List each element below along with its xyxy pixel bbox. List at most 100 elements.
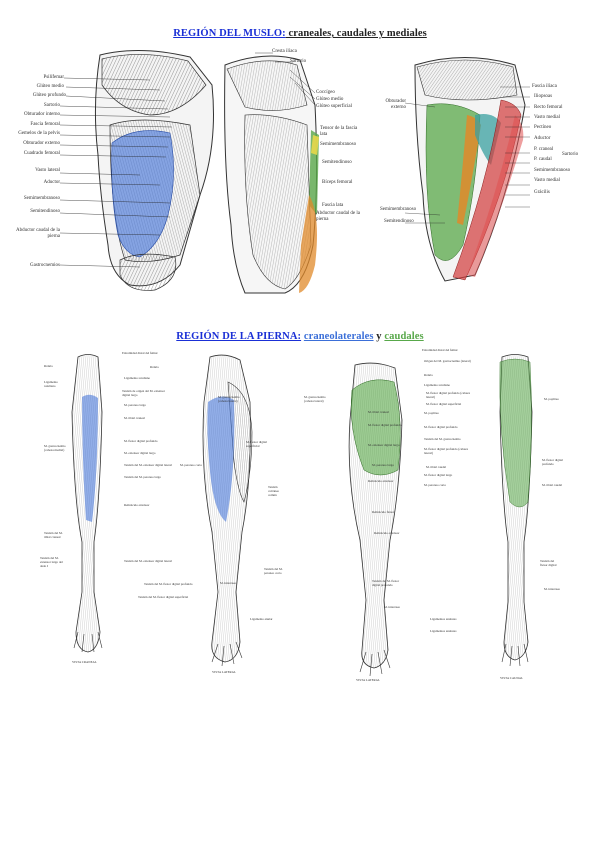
thigh-fig3-right-label-4: Vasto medial: [534, 115, 560, 120]
leg-title-and: y: [373, 331, 385, 342]
leg-figB-left-label-13: M. interóseo: [220, 581, 237, 585]
thigh-fig2-right-label-7: Bíceps femoral: [322, 180, 353, 185]
thigh-title-rest: craneales, caudales y mediales: [285, 28, 427, 39]
leg-title-lead: REGIÓN DE LA PIERNA:: [176, 331, 302, 342]
thigh-fig1-label-7: Gemelos de la pelvis: [18, 131, 60, 136]
leg-figB-right-label-3: M. peroneo corto: [180, 463, 203, 467]
leg-figD-right-label-5: M. interóseo: [544, 587, 561, 591]
leg-figD-right-label-2: M. flexor digital profundo: [542, 458, 563, 466]
leg-figB-left-label-12: Tendón del M. extensor digital lateral: [124, 559, 172, 563]
leg-figD-left-label-5: M. flexor digital profundo (cabeza later…: [426, 391, 470, 399]
thigh-figure-3-drawing: [405, 57, 530, 282]
thigh-fig2-right-label-3: Glúteo superficial: [316, 104, 352, 109]
caudal-green-highlight: [499, 358, 532, 508]
thigh-fig3-right-label-6: Aductor: [534, 136, 551, 141]
thigh-figure-2-drawing: [224, 52, 319, 294]
thigh-fig1-label-4: Sartorio: [43, 103, 60, 108]
leg-figC-label-10: M. interóseo: [384, 605, 401, 609]
leg-figB-left-label-9: Tendón del M. extensor digital lateral: [124, 463, 172, 467]
leg-figC-label-4: M. extensor digital largo: [368, 443, 400, 447]
leg-figB-left-label-15: Tendón del M. flexor digital superficial: [138, 595, 189, 599]
thigh-fig2-right-label-8: Fascia lata: [322, 203, 344, 208]
leg-figB-left-label-8: M. extensor digital largo: [124, 451, 156, 455]
thigh-fig1-label-15: Gastrocnemios: [30, 263, 60, 268]
thigh-fig3-right-label-10: Semimembranoso: [534, 168, 571, 173]
leg-figB-left-label-6: M. tibial craneal: [124, 416, 145, 420]
teal-highlight: [475, 114, 501, 165]
leg-figD-left-label-13: M. peroneo corto: [424, 483, 447, 487]
thigh-fig1-label-12: Semimembranoso: [23, 196, 60, 201]
leg-figure-d: [490, 352, 540, 672]
leg-figB-left-label-3: Ligamento rotuliano: [124, 376, 151, 380]
leg-figA-caption: VISTA CRANEAL: [72, 660, 97, 664]
thigh-fig1-label-11: Aductor: [43, 180, 60, 185]
thigh-fig2-right-label-1: Coccígeo: [316, 90, 335, 95]
thigh-fig3-right-label-8: P. caudal: [534, 157, 552, 162]
leg-figD-left-label-14: Ligamentos anulares: [430, 617, 457, 621]
thigh-figure-2: [215, 45, 330, 295]
thigh-figure-1: [40, 45, 220, 295]
leg-section-title: REGIÓN DE LA PIERNA: craneolaterales y c…: [0, 331, 600, 342]
peroneus-highlight: [207, 396, 235, 522]
thigh-fig1-label-9: Cuadrado femoral: [23, 151, 60, 156]
leg-figB-left-label-7: M. flexor digital profundo: [124, 439, 158, 443]
leg-figB-left-label-10: Tendón del M. peroneo largo: [124, 475, 161, 479]
leg-figB-right-label-6: Ligamento anular: [250, 617, 273, 621]
leg-title-green: caudales: [384, 331, 424, 342]
thigh-fig1-label-14: Abductor caudal de la pierna: [15, 228, 60, 239]
leg-figA-label-1: Rótula: [44, 364, 53, 368]
leg-figB-left-label-11: Retináculo extensor: [124, 503, 150, 507]
leg-figure-c: [330, 360, 415, 680]
leg-figC-label-5: M. peroneo largo: [372, 463, 394, 467]
leg-figure-b: [180, 352, 270, 672]
thigh-fig1-label-1: Psilífemar: [43, 75, 64, 80]
leg-figB-right-label-2: M. flexor digital superficial: [246, 440, 267, 448]
leg-figB-left-label-5: M. peroneo largo: [124, 403, 146, 407]
leg-figD-left-label-4: Ligamento rotuliano: [424, 383, 451, 387]
thigh-fig3-left-label-3: Semitendinoso: [384, 219, 414, 224]
leg-figC-label-2: M. tibial craneal: [368, 410, 389, 414]
abductor-highlight: [299, 195, 317, 293]
thigh-fig2-right-label-9: Abductor caudal de la pierna: [316, 211, 361, 222]
leg-figB-left-label-4: Tendón de origen del M. extensor digital…: [122, 389, 165, 397]
leg-figD-left-label-10: M. flexor digital profundo (cabeza later…: [424, 447, 468, 455]
leg-figB-right-label-5: Tendón del M. peroneo corto: [264, 567, 283, 575]
leg-figD-left-label-15: Ligamentos anulares: [430, 629, 457, 633]
leg-figD-left-label-2: Origen del M. gastrocnemio (lateral): [424, 359, 471, 363]
leg-figure-d-drawing: [499, 354, 533, 667]
leg-figure-a-drawing: [71, 354, 103, 653]
tibial-cranial-highlight: [82, 394, 98, 522]
thigh-fig1-label-13: Semitendinoso: [30, 209, 60, 214]
leg-figD-left-label-11: M. tibial caudal: [426, 465, 447, 469]
thigh-fig3-right-label-11: Vasto medial: [534, 178, 560, 183]
thigh-fig1-label-10: Vasto lateral: [35, 168, 60, 173]
thigh-fig2-top-label-1: Cresta ilíaca: [272, 49, 297, 54]
thigh-fig3-right-label-9: Sartorio: [562, 152, 579, 157]
thigh-fig3-right-label-5: Pectíneo: [534, 125, 552, 130]
thigh-fig2-right-label-6: Semitendinoso: [322, 160, 352, 165]
leg-figC-label-1: M. gastrocnemio (cabeza lateral): [304, 395, 326, 403]
leg-figA-label-5: Tendón del M. extensor largo del dedo I: [40, 556, 63, 568]
thigh-fig3-right-label-2: Iliopsoas: [534, 94, 553, 99]
gracilis-red-highlight: [467, 115, 524, 277]
thigh-fig1-label-3: Glúteo profundo: [32, 93, 66, 98]
thigh-title-lead: REGIÓN DEL MUSLO:: [173, 28, 286, 39]
thigh-fig1-label-2: Glúteo medio: [36, 84, 64, 89]
leg-figA-label-2: Ligamento rotuliano: [44, 380, 58, 388]
leg-figC-label-6: Retináculo extensor: [368, 479, 394, 483]
leg-figB-caption: VISTA LATERAL: [212, 670, 236, 674]
leg-figC-label-8: Retináculo extensor: [374, 531, 400, 535]
gastrocnemius-green-highlight: [350, 379, 401, 476]
thigh-fig2-right-label-4: Tensor de la fascia lata: [320, 126, 358, 137]
leg-figD-left-label-6: M. flexor digital superficial: [426, 402, 462, 406]
leg-figD-right-label-1: M. poplíteo: [544, 397, 559, 401]
leg-figD-left-label-8: M. flexor digital profundo: [424, 425, 458, 429]
thigh-fig3-right-label-12: Grácilis: [534, 190, 550, 195]
thigh-fig1-label-5: Obturador interno: [24, 112, 60, 117]
leg-figure-b-drawing: [202, 354, 253, 667]
leg-figB-left-label-2: Rótula: [150, 365, 159, 369]
leg-figD-left-label-1: Extremidad distal del fémur: [422, 348, 458, 352]
leg-figD-caption: VISTA CAUDAL: [500, 676, 524, 680]
thigh-fig1-label-6: Fascia femoral: [30, 122, 60, 127]
leg-figD-left-label-9: Tendón del M. gastrocnemio: [424, 437, 461, 441]
